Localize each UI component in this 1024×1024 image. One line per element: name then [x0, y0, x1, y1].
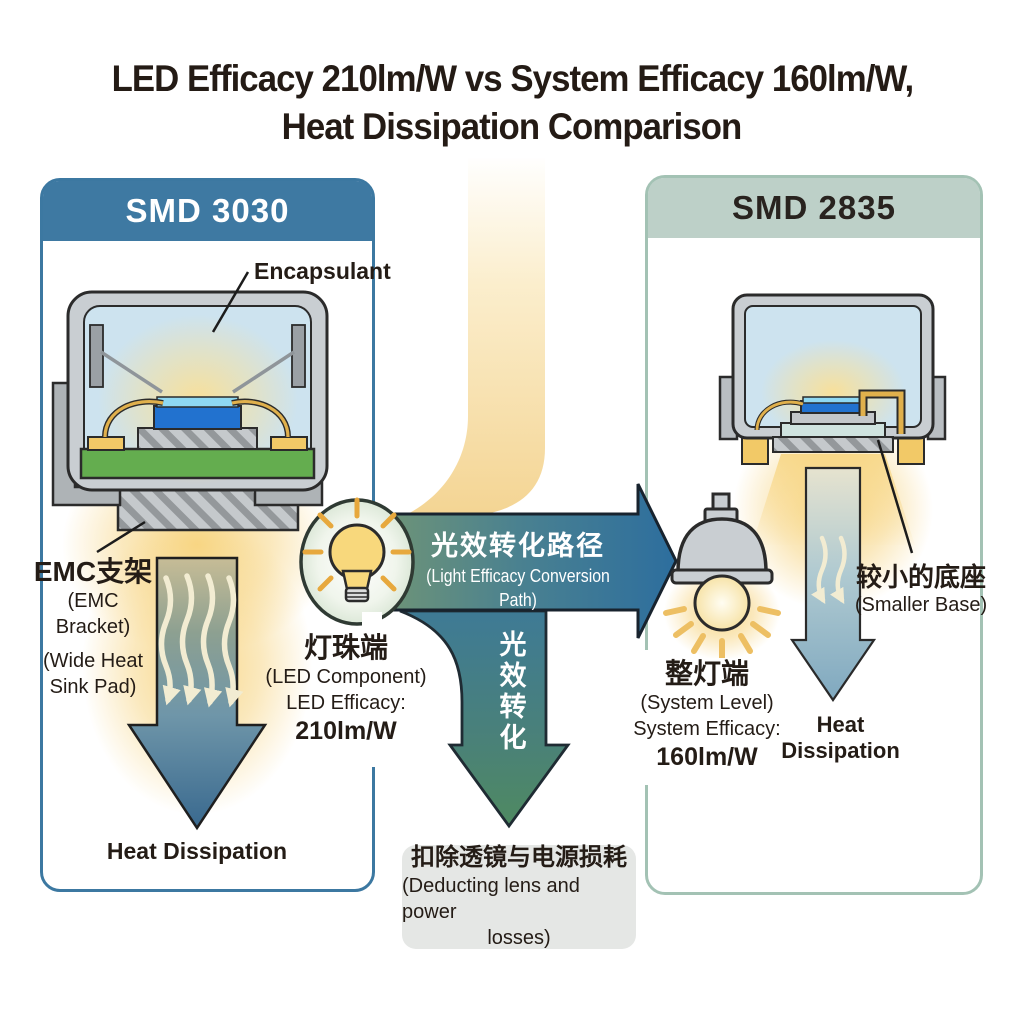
electrode-post-left — [89, 324, 104, 388]
gold-bent-lead-core — [860, 391, 904, 434]
gold-wire-right-core — [231, 400, 290, 438]
led-stage-label: 灯珠端 (LED Component) LED Efficacy: 210lm/… — [262, 632, 430, 746]
branch-arrow-label: 光 效 转 化 — [496, 630, 530, 754]
smaller-base-zh: 较小的底座 — [855, 562, 986, 592]
branch-char-2: 效 — [499, 661, 527, 691]
bulb-neck — [341, 569, 373, 591]
gold-pad-right — [897, 436, 925, 465]
chip-pedestal — [137, 427, 258, 450]
led-efficacy-label: LED Efficacy: — [286, 692, 406, 714]
efficacy-branch-down-arrow — [399, 609, 571, 829]
smaller-base-label: 较小的底座 (Smaller Base) — [852, 562, 990, 618]
lamp-dome — [676, 517, 768, 574]
smd3030-package-diagram — [51, 271, 329, 554]
emc-bracket-zh: EMC支架 — [33, 556, 153, 587]
electrode-wire-left — [100, 350, 163, 394]
left-heat-dissipation-label: Heat Dissipation — [106, 838, 288, 864]
electrode-post-right — [291, 324, 306, 388]
led-stage-zh: 灯珠端 — [303, 632, 388, 663]
system-stage-label: 整灯端 (System Level) System Efficacy: 160l… — [632, 658, 782, 772]
right-panel-title: SMD 2835 — [732, 189, 896, 226]
left-panel-title: SMD 3030 — [125, 192, 290, 229]
right-heat-dissipation-label: Heat Dissipation — [781, 712, 900, 763]
gold-wire-left-core — [103, 400, 164, 438]
lamp-bulb — [693, 574, 751, 632]
heat-down-arrow-left — [126, 556, 268, 831]
base-pad-hatched — [772, 436, 894, 453]
losses-zh: 扣除透镜与电源损耗 — [411, 844, 627, 871]
gold-pad-left — [741, 436, 769, 465]
led-chip-top — [802, 396, 864, 404]
bulb-rays — [302, 497, 412, 592]
conversion-path-arrow — [388, 483, 678, 639]
lamp-rays — [663, 606, 781, 662]
heat-wave-arrows — [158, 573, 244, 708]
base-leader-line — [876, 439, 914, 554]
led-efficacy-value: 210lm/W — [295, 717, 397, 745]
inner-strip — [780, 422, 886, 438]
heat-wave-arrows — [811, 535, 847, 604]
text-backing — [362, 612, 382, 767]
smaller-base-en: (Smaller Base) — [854, 594, 988, 616]
branch-char-4: 化 — [499, 723, 527, 753]
encapsulant-leader-line — [211, 271, 250, 333]
branch-char-3: 转 — [499, 692, 527, 722]
system-efficacy-label: System Efficacy: — [633, 718, 781, 740]
gold-wire-core — [755, 400, 804, 431]
substrate-green — [79, 447, 316, 480]
losses-en-line1: (Deducting lens and power — [402, 875, 580, 923]
losses-note-box: 扣除透镜与电源损耗 (Deducting lens and power loss… — [402, 844, 636, 949]
bulb-base — [344, 586, 370, 603]
lamp-icon — [663, 492, 781, 662]
electrode-wire-right — [232, 350, 295, 394]
system-efficacy-value: 160lm/W — [656, 743, 758, 771]
emc-bracket-en: (EMC Bracket) — [55, 590, 131, 638]
right-panel-header: SMD 2835 — [648, 178, 980, 238]
heat-arrow-shape — [789, 466, 877, 702]
left-panel-header: SMD 3030 — [43, 181, 372, 241]
wide-heat-line2: Sink Pad) — [49, 676, 137, 698]
conversion-arrow-en: (Light Efficacy Conversion Path) — [426, 566, 610, 610]
led-chip — [153, 405, 242, 430]
bond-pad-right — [270, 436, 308, 451]
bond-pad-left — [87, 436, 125, 451]
losses-en-line2: losses) — [487, 927, 551, 949]
light-flow-band — [396, 158, 545, 519]
page-title: LED Efficacy 210lm/W vs System Efficacy … — [0, 55, 1024, 151]
system-stage-en: (System Level) — [640, 692, 774, 714]
title-line-2: Heat Dissipation Comparison — [282, 106, 743, 147]
branch-char-1: 光 — [499, 630, 527, 660]
system-stage-zh: 整灯端 — [664, 658, 749, 689]
title-line-1: LED Efficacy 210lm/W vs System Efficacy … — [111, 58, 914, 99]
led-chip-top — [156, 396, 239, 408]
encapsulant-label: Encapsulant — [254, 258, 391, 284]
heat-down-arrow-right — [789, 466, 877, 702]
wide-heat-line1: (Wide Heat — [42, 650, 144, 672]
conversion-arrow-zh: 光效转化路径 — [431, 531, 605, 561]
emc-bracket-leader-line — [96, 520, 146, 554]
emc-bracket-label: EMC支架 (EMC Bracket) (Wide Heat Sink Pad) — [30, 556, 156, 700]
bulb-icon — [299, 497, 415, 626]
conversion-arrow-label: 光效转化路径 (Light Efficacy Conversion Path) — [392, 528, 644, 612]
led-stage-en: (LED Component) — [265, 666, 427, 688]
